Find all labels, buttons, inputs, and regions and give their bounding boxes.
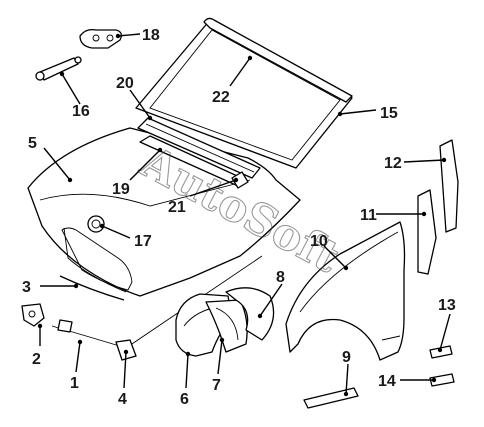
hood-part bbox=[27, 127, 301, 297]
hood-hinge-part bbox=[79, 28, 122, 49]
callout-20: 20 bbox=[116, 75, 134, 92]
wheel-liner-rear-part bbox=[205, 299, 248, 353]
leader-lines bbox=[39, 33, 451, 395]
hood-latch-part bbox=[21, 303, 45, 327]
callout-1: 1 bbox=[70, 375, 79, 392]
callout-6: 6 bbox=[180, 391, 189, 408]
callout-8: 8 bbox=[276, 269, 285, 286]
callout-18: 18 bbox=[142, 27, 160, 44]
callout-14: 14 bbox=[378, 373, 396, 390]
callout-7: 7 bbox=[212, 377, 221, 394]
leader-dots bbox=[37, 33, 447, 397]
callout-21: 21 bbox=[168, 199, 186, 216]
callout-16: 16 bbox=[72, 103, 90, 120]
windshield-moulding-part bbox=[203, 17, 353, 103]
callout-4: 4 bbox=[118, 391, 127, 408]
pillar-brace-part bbox=[439, 139, 459, 233]
hood-emblem-part bbox=[87, 215, 105, 233]
callout-15: 15 bbox=[380, 105, 398, 122]
callout-2: 2 bbox=[32, 351, 41, 368]
callout-19: 19 bbox=[112, 181, 130, 198]
callout-9: 9 bbox=[342, 349, 351, 366]
fender-brace-part bbox=[417, 189, 437, 275]
callout-11: 11 bbox=[360, 207, 377, 224]
callout-labels: 18 16 20 22 15 5 19 21 17 12 11 10 8 3 2… bbox=[22, 27, 456, 408]
callout-13: 13 bbox=[438, 297, 456, 314]
callout-10: 10 bbox=[310, 233, 328, 250]
callout-17: 17 bbox=[134, 233, 152, 250]
side-badge-part bbox=[429, 345, 453, 359]
hood-seal-part bbox=[59, 275, 125, 301]
hood-strut-part bbox=[35, 56, 82, 81]
callout-12: 12 bbox=[384, 155, 402, 172]
front-fender-part bbox=[285, 221, 406, 361]
side-badge-2-part bbox=[429, 373, 455, 387]
sill-trim-part bbox=[303, 387, 359, 409]
callout-3: 3 bbox=[22, 279, 31, 296]
callout-5: 5 bbox=[28, 135, 37, 152]
callout-22: 22 bbox=[212, 89, 230, 106]
cowl-panel-part bbox=[137, 117, 261, 179]
washer-nozzle-part bbox=[231, 171, 249, 189]
splash-shield-part bbox=[225, 287, 275, 341]
